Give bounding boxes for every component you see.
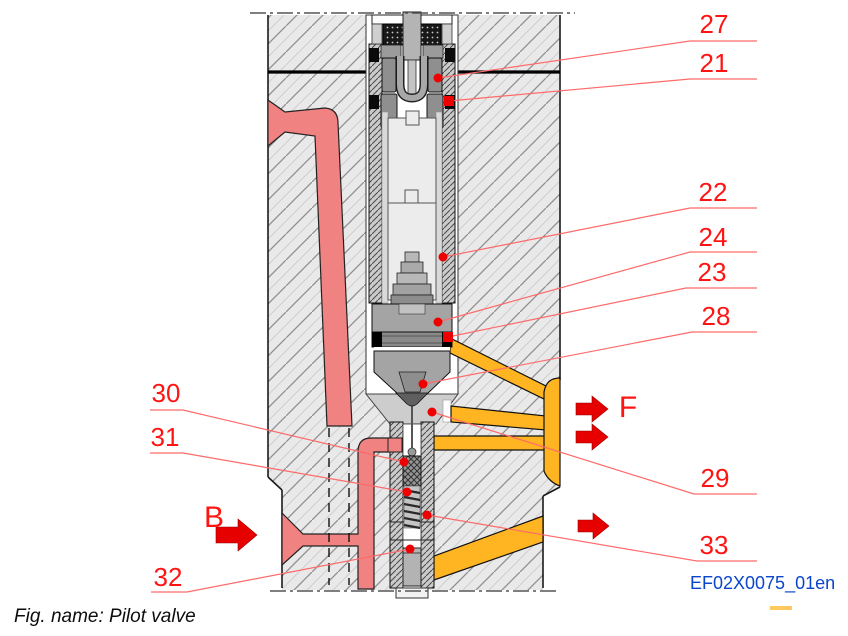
- arrow-f-upper: [575, 395, 609, 423]
- pressure-stub: [387, 437, 403, 453]
- sleeve-seal-left-upper: [369, 48, 379, 62]
- check-ball: [407, 447, 417, 457]
- port-label-b: B: [204, 501, 224, 534]
- pressure-passages: [267, 98, 403, 590]
- hairpin-tube: [397, 56, 427, 102]
- leader-dot-29: [427, 407, 437, 417]
- sleeve-wall-left: [368, 43, 383, 304]
- arrow-f-lower: [577, 512, 610, 540]
- bottom-protrusion: [395, 587, 429, 599]
- leader-dot-33: [422, 510, 432, 520]
- body-right-notch: [542, 486, 561, 497]
- leader-24: [437, 251, 757, 323]
- callout-label-33: 33: [700, 530, 729, 560]
- leader-27: [437, 40, 757, 79]
- leader-21: [448, 78, 757, 102]
- o-ring-seal-band: [371, 331, 453, 348]
- callout-label-32: 32: [154, 562, 183, 592]
- coil-right: [420, 23, 442, 46]
- lower-valve-insert: [387, 404, 435, 599]
- upper-pressure-passage: [267, 98, 353, 427]
- leader-22: [442, 207, 757, 258]
- tube-liner-left: [381, 111, 389, 304]
- callout-label-31: 31: [151, 422, 180, 452]
- reference-code: EF02X0075_01en: [690, 573, 835, 594]
- leader-dot-24: [433, 317, 443, 327]
- leader-23: [447, 287, 757, 338]
- push-pin-lower: [407, 59, 417, 99]
- leader-dot-30: [399, 457, 409, 467]
- solenoid-cartridge: [368, 11, 456, 407]
- port-arrows: [215, 395, 610, 552]
- tube-liner-right: [435, 111, 443, 304]
- hidden-passage-lines: [328, 428, 350, 585]
- pole-piece-left-upper: [381, 57, 397, 93]
- poppet-umbrella: [395, 392, 429, 407]
- leader-30: [150, 409, 405, 463]
- housing-col-left: [371, 23, 383, 45]
- orange-tick: [770, 606, 792, 610]
- push-pin-upper: [402, 11, 422, 61]
- housing-col-right: [441, 23, 453, 45]
- flow-collector: [543, 377, 561, 487]
- armature-notch-top: [405, 110, 420, 126]
- bottom-plug: [402, 547, 422, 587]
- sleeve-seal-right-upper: [445, 48, 455, 62]
- arrow-f-mid: [575, 423, 609, 451]
- port-label-f: F: [619, 391, 637, 424]
- leader-dot-31: [402, 487, 412, 497]
- arrow-b: [215, 518, 258, 552]
- leader-square-23: [443, 332, 453, 342]
- sleeve-seal-left-lower: [369, 95, 379, 109]
- flange-gap: [374, 347, 450, 351]
- leader-33: [426, 514, 757, 562]
- leader-29: [431, 411, 757, 495]
- leader-dot-22: [438, 252, 448, 262]
- valve-seat: [398, 371, 427, 393]
- body-left-step: [267, 476, 283, 491]
- chamber-notch: [442, 399, 452, 423]
- callout-leaders: [150, 40, 757, 593]
- insert-wall-right: [420, 421, 435, 589]
- callout-label-27: 27: [700, 9, 729, 39]
- callout-label-22: 22: [699, 177, 728, 207]
- callout-label-24: 24: [699, 222, 728, 252]
- leader-dot-27: [433, 73, 443, 83]
- callout-label-30: 30: [152, 378, 181, 408]
- leader-32: [151, 548, 411, 593]
- leader-square-21: [444, 96, 454, 106]
- port-b-passage: [281, 437, 403, 590]
- coil-left: [382, 23, 404, 46]
- flow-channels: [433, 337, 792, 610]
- figure-caption: Fig. name: Pilot valve: [14, 606, 196, 627]
- leader-dot-32: [405, 544, 415, 554]
- sleeve-wall-right: [441, 43, 456, 304]
- flange-tab: [398, 303, 426, 315]
- leader-28: [422, 331, 757, 385]
- armature-notch-mid: [404, 189, 419, 204]
- leader-31: [150, 452, 408, 493]
- callout-label-23: 23: [698, 257, 727, 287]
- callout-label-29: 29: [701, 463, 730, 493]
- callout-label-28: 28: [702, 301, 731, 331]
- callout-labels: 27 21 22 24 23 28 29 33 30 31 32 B F: [151, 9, 731, 592]
- leader-dot-28: [418, 379, 428, 389]
- callout-label-21: 21: [700, 48, 729, 78]
